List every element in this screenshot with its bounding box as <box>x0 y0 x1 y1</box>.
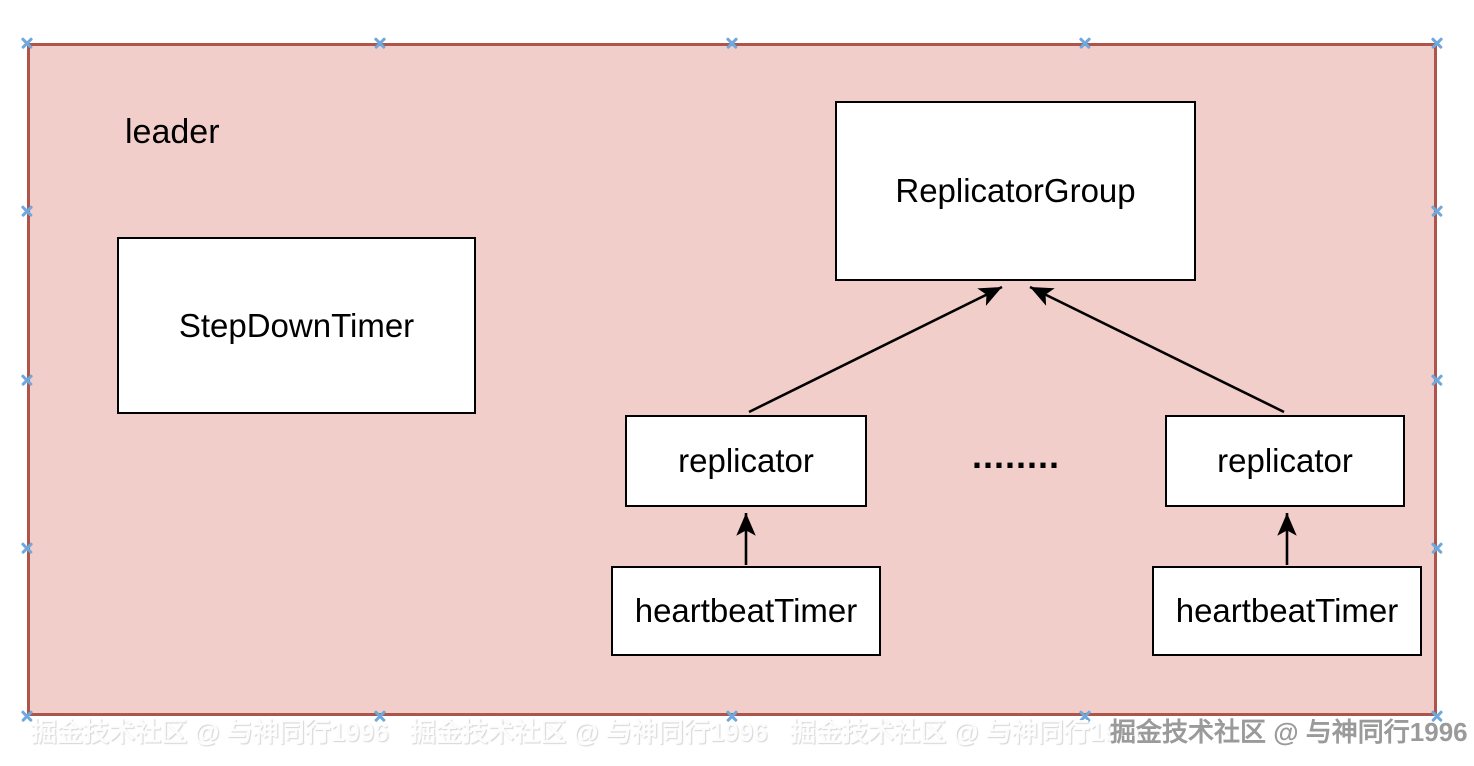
watermark-faint: 掘金技术社区 @ 与神同行1996 <box>790 717 1148 747</box>
node-heartbeat-timer-right-label: heartbeatTimer <box>1175 592 1399 629</box>
connection-point-icon[interactable] <box>20 373 34 387</box>
node-replicator-right-label: replicator <box>1217 442 1353 479</box>
node-replicator-left[interactable]: replicator <box>625 415 867 507</box>
connection-point-icon[interactable] <box>20 204 34 218</box>
node-step-down-timer[interactable]: StepDownTimer <box>117 237 476 414</box>
connection-point-icon[interactable] <box>1430 36 1444 50</box>
ellipsis-dots: ........ <box>971 435 1060 476</box>
connection-point-icon[interactable] <box>1430 204 1444 218</box>
node-heartbeat-timer-right[interactable]: heartbeatTimer <box>1152 566 1422 656</box>
node-step-down-timer-label: StepDownTimer <box>178 306 415 344</box>
connection-point-icon[interactable] <box>1078 36 1092 50</box>
node-replicator-group-label: ReplicatorGroup <box>895 172 1136 209</box>
connection-point-icon[interactable] <box>20 541 34 555</box>
node-heartbeat-timer-left-label: heartbeatTimer <box>634 592 858 629</box>
node-replicator-group[interactable]: ReplicatorGroup <box>835 101 1196 281</box>
edge-replicator-left-to-group[interactable] <box>748 285 1003 414</box>
edge-replicator-right-to-group[interactable] <box>1029 285 1285 414</box>
connection-point-icon[interactable] <box>20 36 34 50</box>
connection-point-icon[interactable] <box>1430 373 1444 387</box>
watermark-text: 掘金技术社区 @ 与神同行1996 <box>1110 717 1468 747</box>
node-replicator-right[interactable]: replicator <box>1165 415 1405 507</box>
connection-point-icon[interactable] <box>725 36 739 50</box>
watermark-faint: 掘金技术社区 @ 与神同行1996 <box>410 717 768 747</box>
node-heartbeat-timer-left[interactable]: heartbeatTimer <box>611 566 881 656</box>
watermark-faint: 掘金技术社区 @ 与神同行1996 <box>31 717 389 747</box>
node-replicator-left-label: replicator <box>678 442 814 479</box>
leader-group-label: leader <box>125 113 220 151</box>
connection-point-icon[interactable] <box>373 36 387 50</box>
connection-point-icon[interactable] <box>1430 541 1444 555</box>
